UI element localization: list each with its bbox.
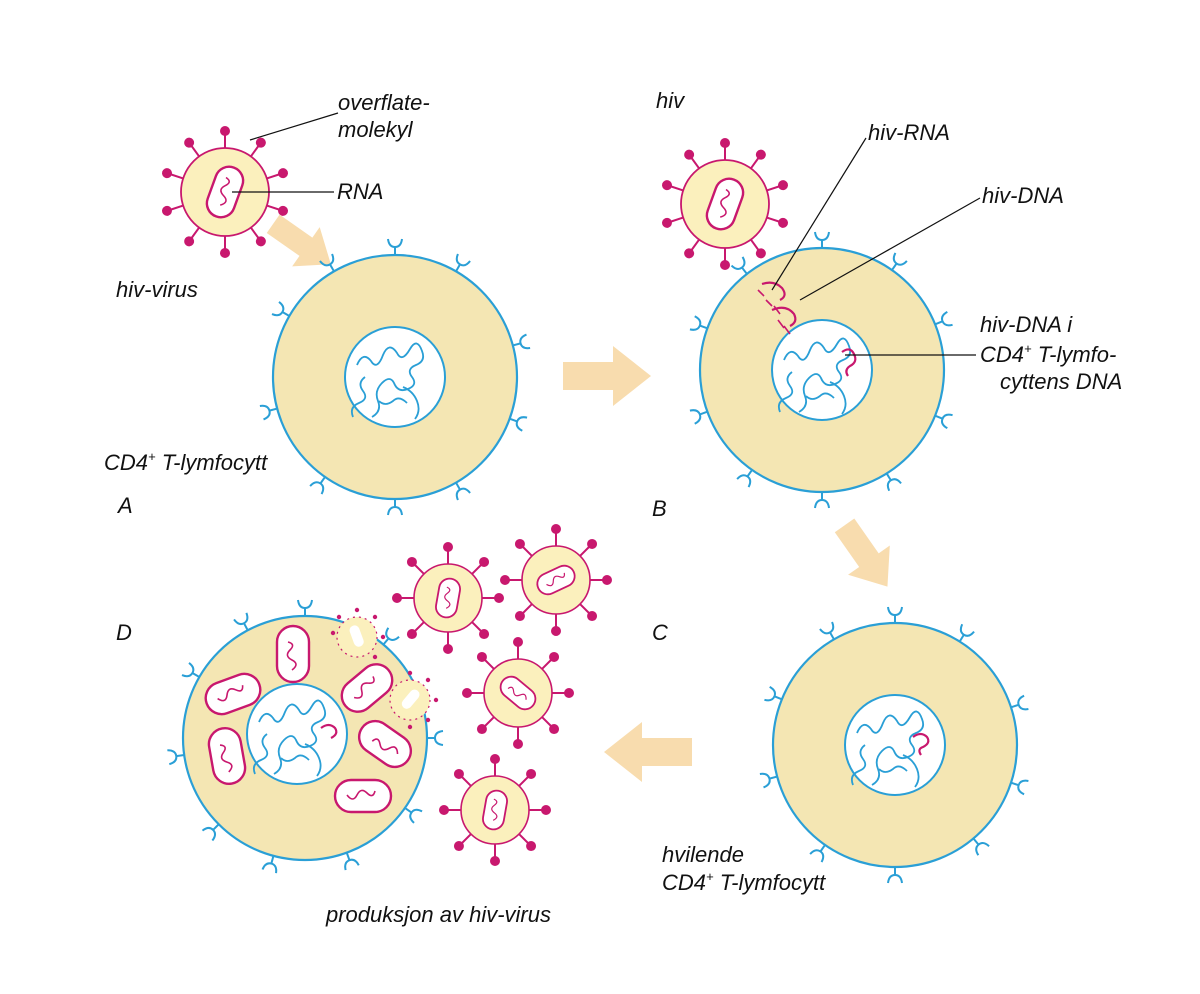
panel-c: C hvilende CD4+ T-lymfocytt: [652, 606, 1030, 895]
integrated-label-1: hiv-DNA i: [980, 312, 1073, 337]
hiv-virus-label: hiv-virus: [116, 277, 198, 302]
production-label: produksjon av hiv-virus: [325, 902, 551, 927]
hiv-rna-label: hiv-RNA: [868, 120, 950, 145]
resting-cd4-cell: [758, 606, 1030, 884]
producing-cd4-cell: [166, 599, 444, 875]
arrow-a-to-b: [563, 346, 651, 406]
panel-label-a: A: [116, 493, 133, 518]
resting-label-2: CD4+ T-lymfocytt: [662, 869, 826, 895]
integrated-label-2: CD4+ T-lymfo-: [980, 341, 1116, 367]
hiv-rna-leader: [771, 137, 867, 291]
rna-label: RNA: [337, 179, 383, 204]
arrow-c-to-d: [604, 722, 692, 782]
hiv-dna-leader: [799, 197, 981, 301]
panel-d: D produksjon av hiv-virus: [116, 523, 613, 927]
panel-label-c: C: [652, 620, 668, 645]
hiv-dna-label: hiv-DNA: [982, 183, 1064, 208]
hiv-virus-b: [659, 137, 791, 271]
arrow-b-to-c: [823, 510, 909, 602]
hiv-label: hiv: [656, 88, 686, 113]
released-virion-1: [391, 541, 505, 655]
cd4-label-a: CD4+ T-lymfocytt: [104, 449, 268, 475]
panel-label-b: B: [652, 496, 667, 521]
integrated-label-3: cyttens DNA: [1000, 369, 1122, 394]
released-virion-3: [461, 636, 575, 750]
budding-virion-1: [330, 607, 386, 660]
overflate-label-1: overflate-: [338, 90, 430, 115]
panel-a: overflate- molekyl RNA hiv-virus CD4+ T-…: [104, 90, 532, 518]
overflate-label-2: molekyl: [338, 117, 414, 142]
released-virion-4: [438, 753, 552, 867]
cd4-cell-b: [688, 231, 954, 509]
panel-b: hiv hiv-RNA hiv-DNA hiv-DNA i CD4+ T-lym…: [652, 88, 1122, 521]
released-virion-2: [499, 523, 613, 637]
budding-virion-2: [389, 670, 439, 730]
panel-label-d: D: [116, 620, 132, 645]
resting-label-1: hvilende: [662, 842, 744, 867]
overflate-leader: [249, 112, 339, 141]
cd4-cell-a: [258, 238, 532, 516]
